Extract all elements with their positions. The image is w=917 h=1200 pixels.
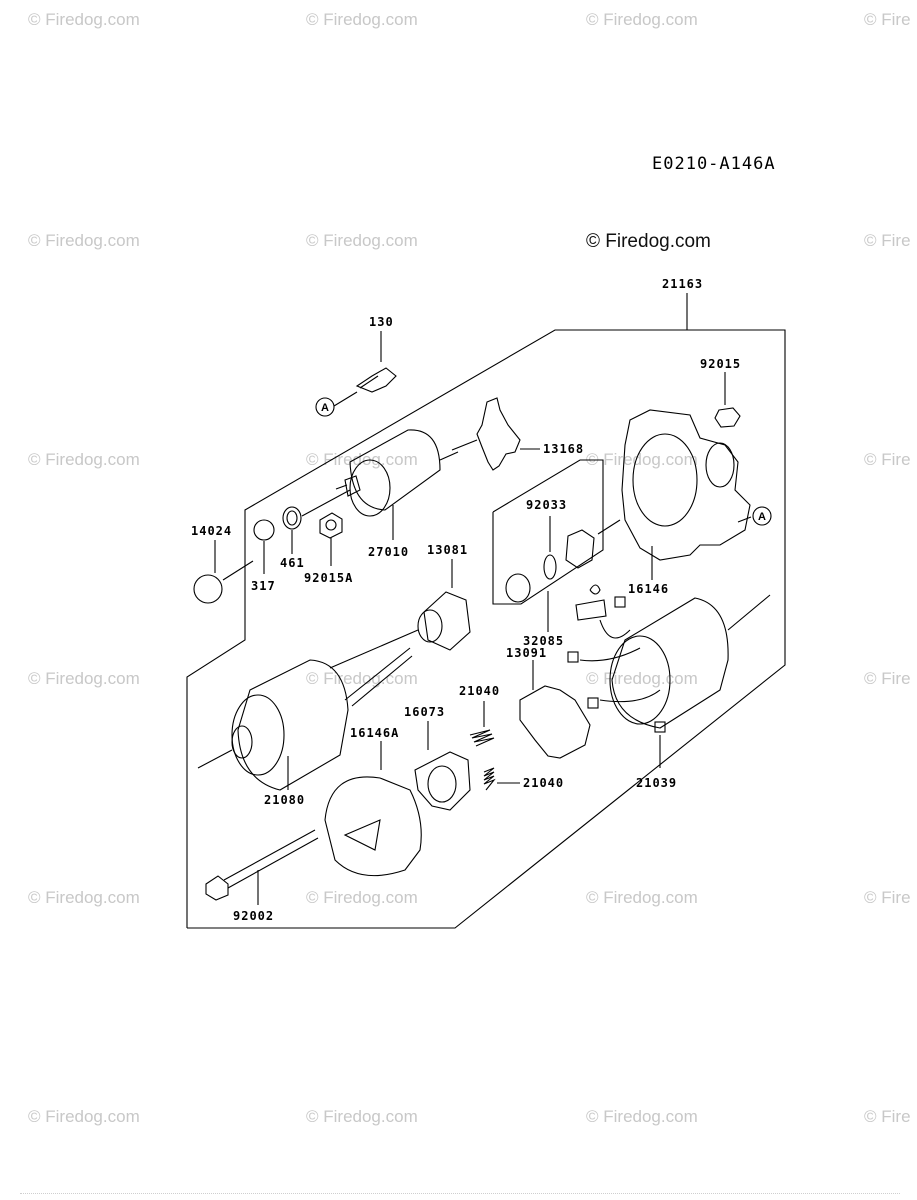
watermark: © Firedog.com	[28, 10, 140, 29]
plate-16073-drawing	[414, 721, 471, 811]
part-label-27010: 27010	[368, 545, 410, 559]
pinion-13081-drawing	[329, 559, 471, 669]
part-label-21080: 21080	[264, 793, 306, 807]
armature-21080-drawing	[197, 647, 413, 791]
watermark: © Fire	[864, 231, 911, 250]
subgroup-box	[492, 459, 604, 605]
watermark: © Firedog.com	[586, 450, 698, 469]
watermark: © Firedog.com	[586, 1107, 698, 1126]
part-label-16146A: 16146A	[350, 726, 400, 740]
watermark: © Firedog.com	[306, 669, 418, 688]
lever-13168-drawing	[451, 397, 540, 471]
watermark: © Firedog.com	[28, 1107, 140, 1126]
ref-a-label: A	[321, 402, 329, 414]
watermark: © Firedog.com	[28, 669, 140, 688]
drive-parts-drawing	[505, 516, 621, 632]
ref-a-circle	[315, 397, 335, 417]
part-label-32085: 32085	[523, 634, 565, 648]
watermark: © Firedog.com	[28, 450, 140, 469]
watermark: © Firedog.com	[306, 450, 418, 469]
watermark-dark: © Firedog.com	[586, 231, 711, 252]
part-label-13168: 13168	[543, 442, 585, 456]
watermark: © Fire	[864, 669, 911, 688]
part-label-21163: 21163	[662, 277, 704, 291]
bolt-130-drawing	[333, 331, 397, 407]
bottom-divider	[20, 1193, 900, 1195]
watermark: © Fire	[864, 450, 911, 469]
watermark: © Firedog.com	[586, 888, 698, 907]
part-label-92015: 92015	[700, 357, 742, 371]
end-cover-16146A-drawing	[324, 741, 422, 877]
through-bolt-92002-drawing	[205, 829, 319, 905]
yoke-drawing	[567, 584, 771, 768]
part-label-13091: 13091	[506, 646, 548, 660]
small-parts-drawing	[193, 489, 351, 604]
part-label-21040: 21040	[523, 776, 565, 790]
watermark: © Firedog.com	[306, 888, 418, 907]
part-label-92002: 92002	[233, 909, 275, 923]
watermark: © Firedog.com	[306, 231, 418, 250]
watermark: © Firedog.com	[306, 10, 418, 29]
watermark: © Fire	[864, 10, 911, 29]
ref-a-label: A	[758, 511, 766, 523]
part-label-21039: 21039	[636, 776, 678, 790]
ref-a-circle	[752, 506, 772, 526]
gear-housing-16146-drawing	[621, 409, 752, 580]
part-label-130: 130	[369, 315, 394, 329]
solenoid-27010-drawing	[335, 429, 459, 540]
watermark: © Fire	[864, 888, 911, 907]
nut-92015-drawing	[714, 372, 741, 428]
watermark: © Firedog.com	[306, 1107, 418, 1126]
part-label-16146: 16146	[628, 582, 670, 596]
watermark: © Fire	[864, 1107, 911, 1126]
part-label-461: 461	[280, 556, 305, 570]
brush-holder-13091-drawing	[519, 660, 591, 759]
part-label-92033: 92033	[526, 498, 568, 512]
assembly-boundary	[186, 329, 786, 929]
watermark: © Firedog.com	[28, 888, 140, 907]
watermark: © Firedog.com	[586, 10, 698, 29]
part-label-92015A: 92015A	[304, 571, 354, 585]
part-label-16073: 16073	[404, 705, 446, 719]
part-label-14024: 14024	[191, 524, 233, 538]
part-label-317: 317	[251, 579, 276, 593]
part-label-21040: 21040	[459, 684, 501, 698]
diagram-code: E0210-A146A	[652, 154, 776, 174]
watermark: © Firedog.com	[28, 231, 140, 250]
part-label-13081: 13081	[427, 543, 469, 557]
spring-21040-drawing	[469, 701, 520, 791]
